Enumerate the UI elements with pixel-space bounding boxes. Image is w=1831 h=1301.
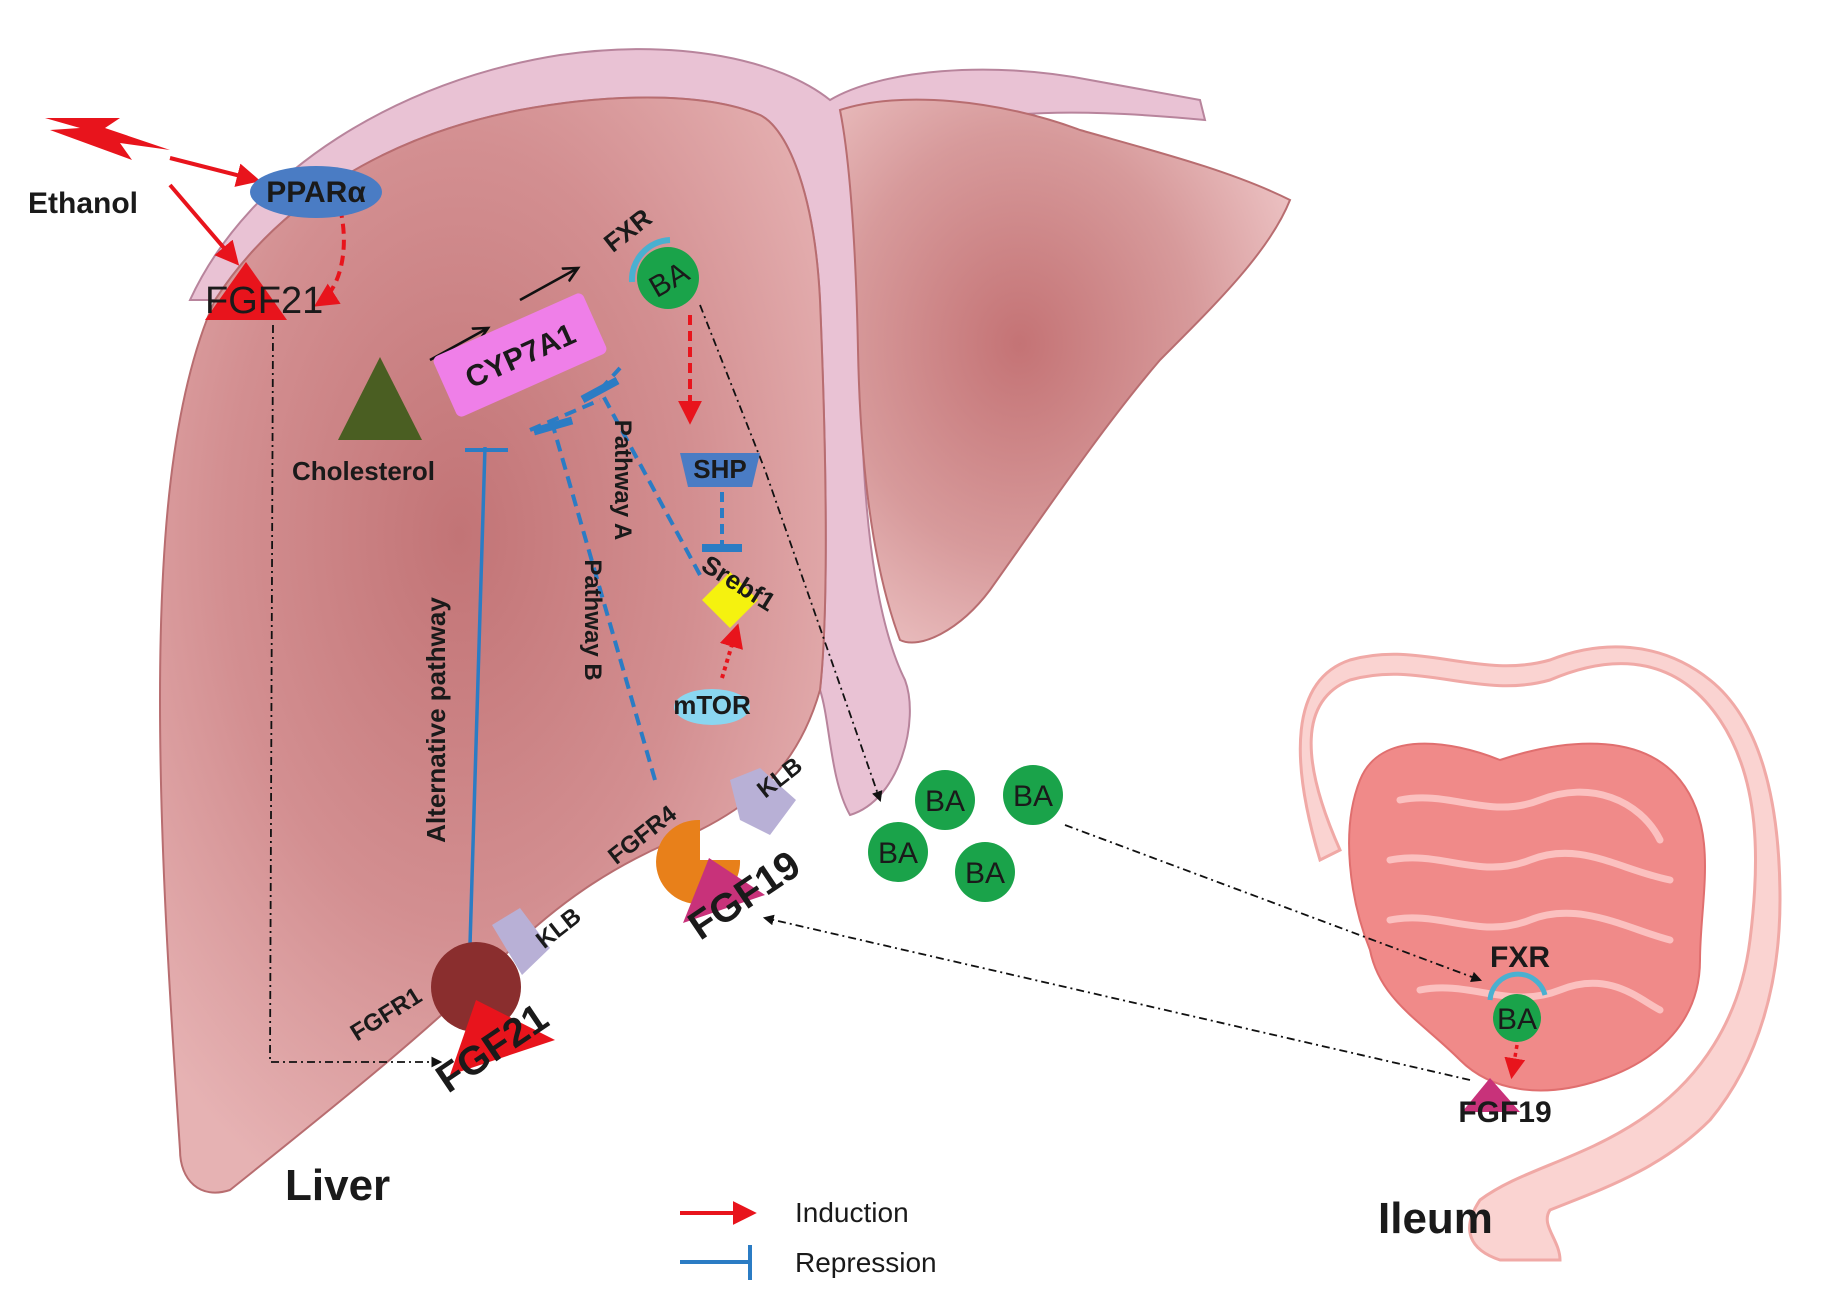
liver-label: Liver bbox=[285, 1161, 390, 1210]
ethanol-to-ppara-arrow bbox=[169, 156, 261, 187]
cholesterol-label: Cholesterol bbox=[292, 456, 435, 486]
pathway-a-cap bbox=[598, 366, 622, 392]
mtor-label: mTOR bbox=[673, 690, 751, 720]
alternative-pathway-label: Alternative pathway bbox=[421, 597, 451, 843]
ba-2-label: BA bbox=[1013, 780, 1053, 813]
ba-cluster: BA BA BA BA bbox=[868, 765, 1063, 902]
fgf19-return-path bbox=[762, 914, 1471, 1081]
pathway-b-cap bbox=[529, 398, 601, 432]
ba-export-path bbox=[699, 304, 883, 803]
shp-node: SHP bbox=[680, 453, 760, 487]
cholesterol-node: Cholesterol bbox=[292, 357, 435, 486]
ba-ileum-label: BA bbox=[1497, 1003, 1537, 1036]
fgf19-ileum-label: FGF19 bbox=[1458, 1096, 1551, 1129]
fxr-ileum-label: FXR bbox=[1490, 941, 1550, 974]
cyp7a1-conversion-arrow bbox=[519, 268, 578, 302]
pathway-a-line bbox=[580, 376, 702, 576]
pathway-b-line bbox=[532, 416, 657, 781]
ppara-node: PPARα bbox=[250, 166, 382, 218]
legend-repression-label: Repression bbox=[795, 1247, 937, 1278]
fgfr4-complex: FGFR4 KLB FGF19 bbox=[603, 752, 808, 948]
mtor-to-srebf1-arrow bbox=[719, 623, 743, 679]
intestine-folds bbox=[1386, 788, 1674, 1014]
pathway-a-label: Pathway A bbox=[609, 420, 636, 540]
fgf21-secretion-path bbox=[269, 324, 443, 1068]
liver-right-lobe bbox=[838, 98, 1292, 644]
fgf21-top-node: FGF21 bbox=[205, 262, 323, 322]
liver-organ bbox=[158, 48, 1292, 1194]
ethanol-to-fgf21-arrow bbox=[168, 183, 240, 266]
ileum-signaling: FXR BA FGF19 bbox=[1458, 941, 1551, 1129]
shp-label: SHP bbox=[693, 454, 746, 484]
ppara-label: PPARα bbox=[266, 176, 366, 209]
ba-to-ileum-path bbox=[1064, 824, 1483, 983]
ileum-label: Ileum bbox=[1378, 1194, 1493, 1243]
pathway-b-label: Pathway B bbox=[579, 559, 606, 680]
ba-to-fgf19-ileum-arrow bbox=[1504, 1044, 1526, 1080]
ethanol-label: Ethanol bbox=[28, 187, 138, 220]
ba-4-label: BA bbox=[965, 857, 1005, 890]
mtor-node: mTOR bbox=[673, 689, 751, 725]
legend: Induction Repression bbox=[680, 1197, 937, 1280]
ethanol-lightning-icon bbox=[45, 118, 170, 160]
fgf21-top-label: FGF21 bbox=[205, 280, 323, 322]
colon-outline bbox=[1298, 645, 1782, 1262]
ileum-organ bbox=[1298, 645, 1782, 1262]
alternative-pathway-line bbox=[468, 446, 487, 946]
ba-3-label: BA bbox=[878, 837, 918, 870]
ba-1-label: BA bbox=[925, 785, 965, 818]
small-intestine bbox=[1348, 742, 1706, 1092]
legend-induction-label: Induction bbox=[795, 1197, 909, 1228]
